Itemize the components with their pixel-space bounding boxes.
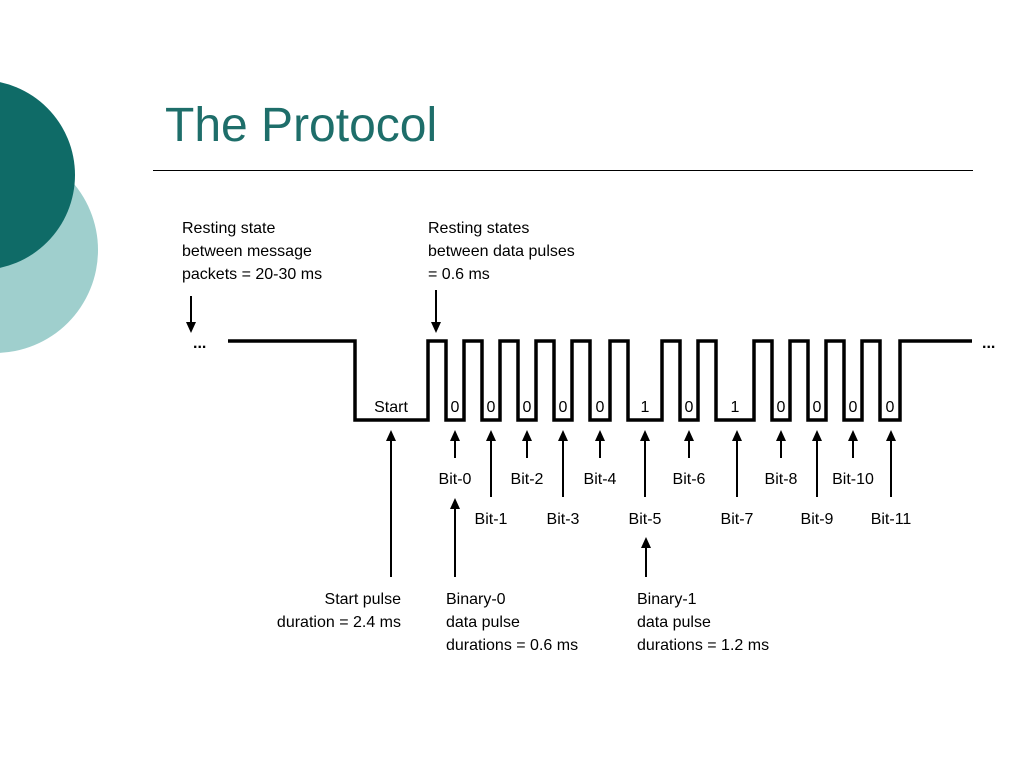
note-start-pulse-line: Start pulse xyxy=(325,591,402,608)
title-divider xyxy=(153,170,973,171)
callout-resting-pulses-line: = 0.6 ms xyxy=(428,266,490,283)
arrow-binary1-head xyxy=(641,537,651,548)
bit-label-1: Bit-1 xyxy=(475,511,508,528)
bit-value-6: 0 xyxy=(685,399,694,416)
arrow-bit-2-head xyxy=(522,430,532,441)
ellipsis-right: ... xyxy=(982,335,995,352)
bit-label-6: Bit-6 xyxy=(673,471,706,488)
bit-value-1: 0 xyxy=(487,399,496,416)
note-binary0-line: Binary-0 xyxy=(446,591,506,608)
arrow-bit-4-head xyxy=(595,430,605,441)
bit-label-3: Bit-3 xyxy=(547,511,580,528)
callout-resting-pulses-line: Resting states xyxy=(428,220,529,237)
note-binary0-line: durations = 0.6 ms xyxy=(446,637,578,654)
bit-value-2: 0 xyxy=(523,399,532,416)
ellipsis-left: ... xyxy=(193,335,206,352)
arrow-bit-11-head xyxy=(886,430,896,441)
bit-label-10: Bit-10 xyxy=(832,471,874,488)
bit-label-8: Bit-8 xyxy=(765,471,798,488)
bit-label-0: Bit-0 xyxy=(439,471,472,488)
arrow-bit-0-head xyxy=(450,430,460,441)
arrow-resting-pulses-head xyxy=(431,322,441,333)
arrow-binary0-head xyxy=(450,498,460,509)
bit-label-11: Bit-11 xyxy=(871,511,912,528)
arrow-bit-8-head xyxy=(776,430,786,441)
bit-label-7: Bit-7 xyxy=(721,511,754,528)
decor-circle-dark xyxy=(0,82,75,268)
callout-resting-pulses-line: between data pulses xyxy=(428,243,575,260)
bit-value-5: 1 xyxy=(641,399,650,416)
slide-title: The Protocol xyxy=(165,99,438,152)
signal-waveform xyxy=(228,339,972,422)
arrow-start-pulse-head xyxy=(386,430,396,441)
note-binary1-line: durations = 1.2 ms xyxy=(637,637,769,654)
callout-resting-packets-line: between message xyxy=(182,243,312,260)
bit-value-8: 0 xyxy=(777,399,786,416)
start-pulse-label: Start xyxy=(374,399,408,416)
bit-value-10: 0 xyxy=(849,399,858,416)
bit-value-3: 0 xyxy=(559,399,568,416)
note-start-pulse-line: duration = 2.4 ms xyxy=(277,614,401,631)
arrow-bit-1-head xyxy=(486,430,496,441)
arrow-bit-7-head xyxy=(732,430,742,441)
note-binary0-line: data pulse xyxy=(446,614,520,631)
bit-value-7: 1 xyxy=(731,399,740,416)
callout-resting-packets-line: packets = 20-30 ms xyxy=(182,266,322,283)
arrow-bit-5-head xyxy=(640,430,650,441)
arrow-bit-6-head xyxy=(684,430,694,441)
arrow-resting-packets-head xyxy=(186,322,196,333)
bit-label-4: Bit-4 xyxy=(584,471,617,488)
bit-value-4: 0 xyxy=(596,399,605,416)
bit-value-0: 0 xyxy=(451,399,460,416)
bit-label-2: Bit-2 xyxy=(511,471,544,488)
note-binary1-line: data pulse xyxy=(637,614,711,631)
bit-value-9: 0 xyxy=(813,399,822,416)
bit-label-5: Bit-5 xyxy=(629,511,662,528)
arrow-bit-3-head xyxy=(558,430,568,441)
note-binary1-line: Binary-1 xyxy=(637,591,697,608)
bit-label-9: Bit-9 xyxy=(801,511,834,528)
bit-value-11: 0 xyxy=(886,399,895,416)
arrow-bit-9-head xyxy=(812,430,822,441)
callout-resting-packets-line: Resting state xyxy=(182,220,275,237)
arrow-bit-10-head xyxy=(848,430,858,441)
